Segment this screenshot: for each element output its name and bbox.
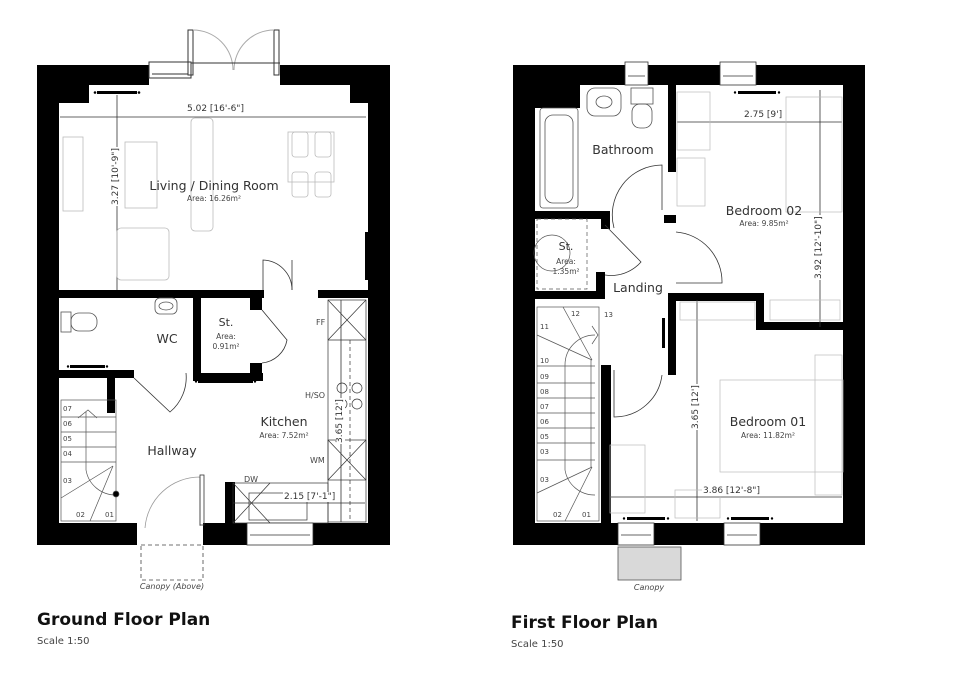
stair-step-07: 07 <box>63 405 72 413</box>
dimension-bedroom-01-depth: 3.65 [12'] <box>691 384 701 430</box>
canopy-label-ground: Canopy (Above) <box>139 582 205 591</box>
stair-step-01: 01 <box>105 511 114 519</box>
room-label-wc: WC <box>156 331 178 346</box>
room-label-bedroom-02: Bedroom 02 <box>725 203 803 218</box>
room-label-living-dining: Living / Dining Room <box>149 178 279 193</box>
stair-step-03: 03 <box>63 477 72 485</box>
stair-step-09: 09 <box>540 373 549 381</box>
stair-step-11: 11 <box>540 323 549 331</box>
room-label-store-first: St. <box>558 240 574 253</box>
stair-step-03: 03 <box>540 476 549 484</box>
dimension-kitchen-depth: 3.65 [12'] <box>335 398 345 444</box>
stair-step-07: 07 <box>540 403 549 411</box>
stair-step-02: 02 <box>553 511 562 519</box>
room-label-bedroom-01: Bedroom 01 <box>729 414 807 429</box>
appliance-label-wm: WM <box>310 456 325 465</box>
room-area-label-store-first: Area: <box>556 257 576 266</box>
stair-step-01: 01 <box>582 511 591 519</box>
stair-step-06: 06 <box>540 418 549 426</box>
ground-floor-walls <box>37 65 390 545</box>
stair-step-08: 08 <box>540 388 549 396</box>
ground-floor-scale: Scale 1:50 <box>37 636 90 647</box>
room-label-store-ground: St. <box>218 316 234 329</box>
dimension-kitchen-width: 2.15 [7'-1"] <box>283 492 337 502</box>
room-area-bedroom-01: Area: 11.82m² <box>741 431 795 440</box>
stair-step-02: 02 <box>76 511 85 519</box>
stair-step-13: 13 <box>604 311 613 319</box>
stair-step-04: 04 <box>63 450 72 458</box>
dimension-living-depth: 3.27 [10'-9"] <box>111 147 121 206</box>
first-floor-scale: Scale 1:50 <box>511 639 564 650</box>
appliance-label-dw: DW <box>244 475 259 484</box>
stair-step-10: 10 <box>540 357 549 365</box>
room-area-bedroom-02: Area: 9.85m² <box>739 219 789 228</box>
dimension-bedroom-02-width: 2.75 [9'] <box>743 110 784 120</box>
room-label-kitchen: Kitchen <box>260 414 308 429</box>
room-area-label-store-ground: Area: <box>216 332 236 341</box>
room-label-bathroom: Bathroom <box>592 142 654 157</box>
stair-step-04: 03 <box>540 448 549 456</box>
first-floor-title: First Floor Plan <box>511 613 658 633</box>
appliance-label-ff: FF <box>316 318 326 327</box>
ground-floor-title: Ground Floor Plan <box>37 610 211 630</box>
room-area-living-dining: Area: 16.26m² <box>187 194 241 203</box>
room-area-store-ground: 0.91m² <box>212 342 240 351</box>
first-floor-walls <box>513 65 865 545</box>
stair-step-12: 12 <box>571 310 580 318</box>
room-area-store-first: 1.35m² <box>552 267 580 276</box>
dimension-bedroom-02-depth: 3.92 [12'-10"] <box>814 215 824 280</box>
room-area-kitchen: Area: 7.52m² <box>259 431 309 440</box>
canopy-label-first: Canopy <box>633 583 665 592</box>
appliance-label-hso: H/SO <box>305 391 326 400</box>
dimension-living-width: 5.02 [16'-6"] <box>186 104 245 114</box>
stair-step-05: 05 <box>63 435 72 443</box>
french-doors <box>148 29 280 79</box>
dimension-bedroom-01-width: 3.86 [12'-8"] <box>702 486 761 496</box>
stair-step-06: 06 <box>63 420 72 428</box>
room-label-hallway: Hallway <box>147 443 197 458</box>
room-label-landing: Landing <box>613 280 663 295</box>
stair-step-05: 05 <box>540 433 549 441</box>
